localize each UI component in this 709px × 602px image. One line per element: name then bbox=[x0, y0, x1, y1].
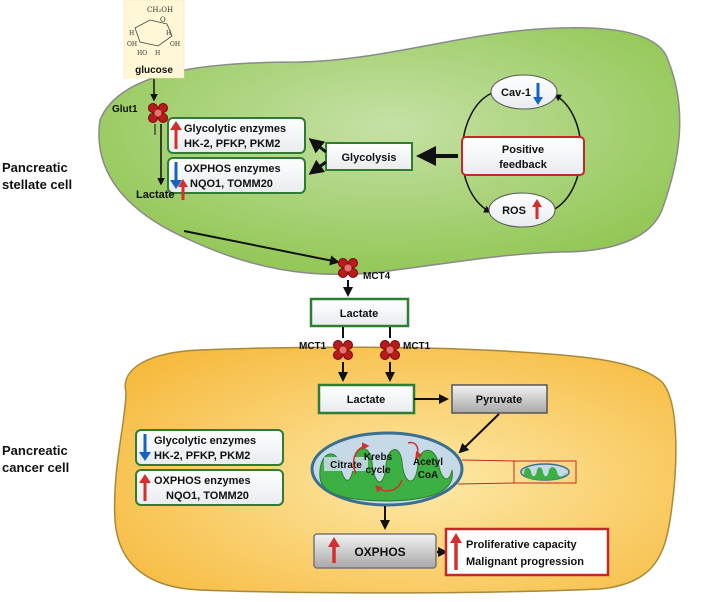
stellate-glycolytic-enzymes-box: Glycolytic enzymes HK-2, PFKP, PKM2 bbox=[167, 117, 306, 154]
svg-text:H: H bbox=[129, 30, 134, 37]
up-arrow-icon bbox=[532, 199, 542, 219]
outcome-line2: Malignant progression bbox=[466, 556, 584, 568]
cancer-lactate-box: Lactate bbox=[317, 383, 416, 415]
cav1-label: Cav-1 bbox=[501, 87, 531, 99]
mct4-label: MCT4 bbox=[363, 271, 391, 282]
svg-text:Glycolytic enzymes: Glycolytic enzymes bbox=[184, 123, 286, 135]
positive-feedback-label-line2: feedback bbox=[499, 159, 548, 171]
glycolysis-box: Glycolysis bbox=[325, 142, 413, 171]
svg-text:Pyruvate: Pyruvate bbox=[476, 394, 522, 406]
mitochondrion: Citrate Krebs cycle Acetyl CoA bbox=[310, 431, 464, 507]
stellate-cell-label-line1: Pancreatic bbox=[2, 160, 68, 175]
svg-text:Lactate: Lactate bbox=[347, 394, 386, 406]
stellate-oxphos-enzymes-box: OXPHOS enzymes NQO1, TOMM20 bbox=[167, 157, 306, 194]
svg-text:OXPHOS enzymes: OXPHOS enzymes bbox=[184, 163, 281, 175]
outcome-line1: Proliferative capacity bbox=[466, 539, 578, 551]
svg-text:HK-2, PFKP, PKM2: HK-2, PFKP, PKM2 bbox=[184, 138, 280, 150]
down-arrow-icon bbox=[139, 434, 151, 461]
stellate-cell-label-line2: stellate cell bbox=[2, 177, 72, 192]
oxphos-label: OXPHOS bbox=[354, 545, 405, 559]
positive-feedback-label-line1: Positive bbox=[502, 144, 544, 156]
up-arrow-icon bbox=[170, 121, 182, 149]
svg-text:HO: HO bbox=[137, 50, 147, 57]
svg-text:NQO1, TOMM20: NQO1, TOMM20 bbox=[190, 178, 273, 190]
cancer-glycolytic-enzymes-box: Glycolytic enzymes HK-2, PFKP, PKM2 bbox=[135, 429, 284, 466]
up-arrow-icon bbox=[328, 537, 340, 563]
down-arrow-icon bbox=[170, 162, 182, 189]
pyruvate-box: Pyruvate bbox=[451, 384, 548, 414]
svg-text:Lactate: Lactate bbox=[340, 308, 379, 320]
citrate-label: Citrate bbox=[330, 460, 362, 471]
extracellular-lactate-box: Lactate bbox=[309, 297, 410, 328]
svg-text:HK-2, PFKP, PKM2: HK-2, PFKP, PKM2 bbox=[154, 450, 250, 462]
cancer-cell-label-line2: cancer cell bbox=[2, 460, 69, 475]
outcome-box: Proliferative capacity Malignant progres… bbox=[444, 527, 610, 577]
positive-feedback-loop: Cav-1 Positive feedback ROS bbox=[461, 74, 585, 228]
svg-text:Glycolysis: Glycolysis bbox=[341, 152, 396, 164]
mitochondrion-zoom-inset bbox=[457, 459, 577, 485]
svg-text:OH: OH bbox=[170, 41, 180, 48]
cancer-oxphos-enzymes-box: OXPHOS enzymes NQO1, TOMM20 bbox=[135, 469, 284, 506]
up-arrow-icon bbox=[139, 474, 151, 501]
acetyl-coa-label-line1: Acetyl bbox=[413, 457, 443, 468]
stellate-lactate-label: Lactate bbox=[136, 189, 175, 201]
glut1-label: Glut1 bbox=[112, 104, 138, 115]
krebs-label-line2: cycle bbox=[365, 465, 390, 476]
oxphos-box: OXPHOS bbox=[313, 533, 437, 569]
down-arrow-icon bbox=[533, 83, 543, 105]
svg-text:OXPHOS enzymes: OXPHOS enzymes bbox=[154, 475, 251, 487]
svg-text:OH: OH bbox=[127, 41, 137, 48]
krebs-label-line1: Krebs bbox=[364, 452, 393, 463]
svg-text:O: O bbox=[160, 16, 166, 24]
acetyl-coa-label-line2: CoA bbox=[418, 470, 439, 481]
glucose-label: glucose bbox=[135, 65, 173, 76]
mct1-right-label: MCT1 bbox=[403, 341, 431, 352]
svg-text:Glycolytic enzymes: Glycolytic enzymes bbox=[154, 435, 256, 447]
mct1-left-label: MCT1 bbox=[299, 341, 327, 352]
glucose-molecule: CH₂OH O H H OH OH HO H glucose bbox=[123, 0, 185, 79]
svg-text:H: H bbox=[155, 50, 160, 57]
up-arrow-icon bbox=[450, 533, 462, 570]
up-arrow-icon bbox=[178, 179, 188, 200]
ros-label: ROS bbox=[502, 205, 526, 217]
cancer-cell-label-line1: Pancreatic bbox=[2, 443, 68, 458]
svg-text:NQO1, TOMM20: NQO1, TOMM20 bbox=[166, 490, 249, 502]
svg-text:CH₂OH: CH₂OH bbox=[147, 6, 173, 14]
svg-text:H: H bbox=[166, 30, 171, 37]
